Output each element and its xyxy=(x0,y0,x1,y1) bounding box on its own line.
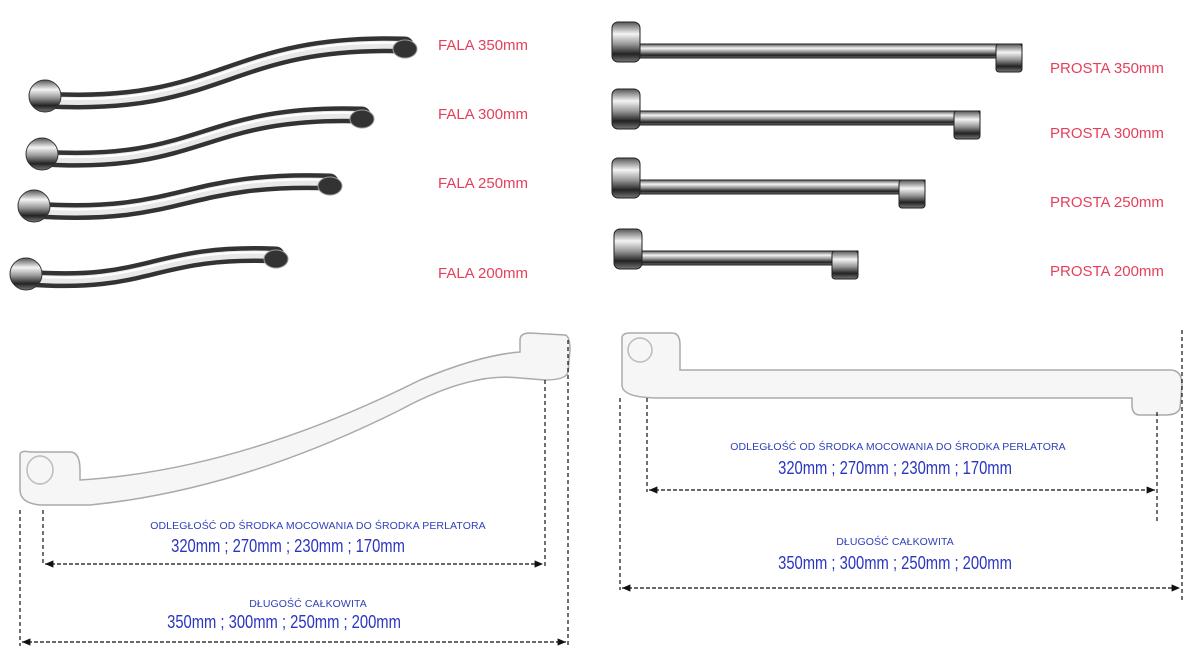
wave-spout-outline xyxy=(19,332,571,506)
wave-spouts xyxy=(9,36,418,291)
mount-hub xyxy=(9,257,43,291)
wave-label-350: FALA 350mm xyxy=(438,37,529,54)
wave-inner-title: ODLEGŁOŚĆ OD ŚRODKA MOCOWANIA DO ŚRODKA … xyxy=(150,520,486,532)
wave-spout xyxy=(17,173,343,223)
wave-inner-values: 320mm ; 270mm ; 230mm ; 170mm xyxy=(171,536,405,556)
mount-hub xyxy=(611,88,641,130)
wave-spout xyxy=(9,246,289,291)
straight-spout xyxy=(611,157,926,209)
mount-hub xyxy=(611,157,641,199)
straight-label-250: PROSTA 250mm xyxy=(1050,194,1164,211)
straight-total-title: DŁUGOŚĆ CAŁKOWITA xyxy=(836,536,954,548)
straight-spouts xyxy=(611,21,1023,280)
straight-spout-outline xyxy=(621,332,1183,416)
mount-hub xyxy=(28,79,62,113)
mount-hub xyxy=(17,189,51,223)
wave-total-title: DŁUGOŚĆ CAŁKOWITA xyxy=(249,598,367,610)
aerator xyxy=(831,250,859,280)
wave-total-values: 350mm ; 300mm ; 250mm ; 200mm xyxy=(167,612,401,632)
straight-label-350: PROSTA 350mm xyxy=(1050,60,1164,77)
straight-total-values: 350mm ; 300mm ; 250mm ; 200mm xyxy=(778,553,1012,573)
wave-label-300: FALA 300mm xyxy=(438,106,529,123)
wave-dimension-lines xyxy=(19,340,569,646)
straight-label-300: PROSTA 300mm xyxy=(1050,125,1164,142)
straight-spout xyxy=(611,88,981,140)
wave-label-200: FALA 200mm xyxy=(438,265,529,282)
mount-hub xyxy=(611,21,641,63)
straight-label-200: PROSTA 200mm xyxy=(1050,263,1164,280)
straight-dimension-lines xyxy=(619,330,1183,602)
wave-spout xyxy=(28,36,418,113)
aerator xyxy=(263,249,289,269)
straight-spout xyxy=(611,21,1023,73)
wave-label-250: FALA 250mm xyxy=(438,175,529,192)
aerator xyxy=(953,110,981,140)
straight-inner-values: 320mm ; 270mm ; 230mm ; 170mm xyxy=(778,458,1012,478)
wave-spout xyxy=(25,106,375,171)
aerator xyxy=(898,179,926,209)
aerator xyxy=(995,43,1023,73)
straight-spout xyxy=(613,228,859,280)
straight-inner-title: ODLEGŁOŚĆ OD ŚRODKA MOCOWANIA DO ŚRODKA … xyxy=(730,441,1066,453)
aerator xyxy=(349,109,375,129)
mount-hub xyxy=(613,228,643,270)
aerator xyxy=(317,176,343,196)
aerator xyxy=(392,39,418,59)
mount-hub xyxy=(25,137,59,171)
